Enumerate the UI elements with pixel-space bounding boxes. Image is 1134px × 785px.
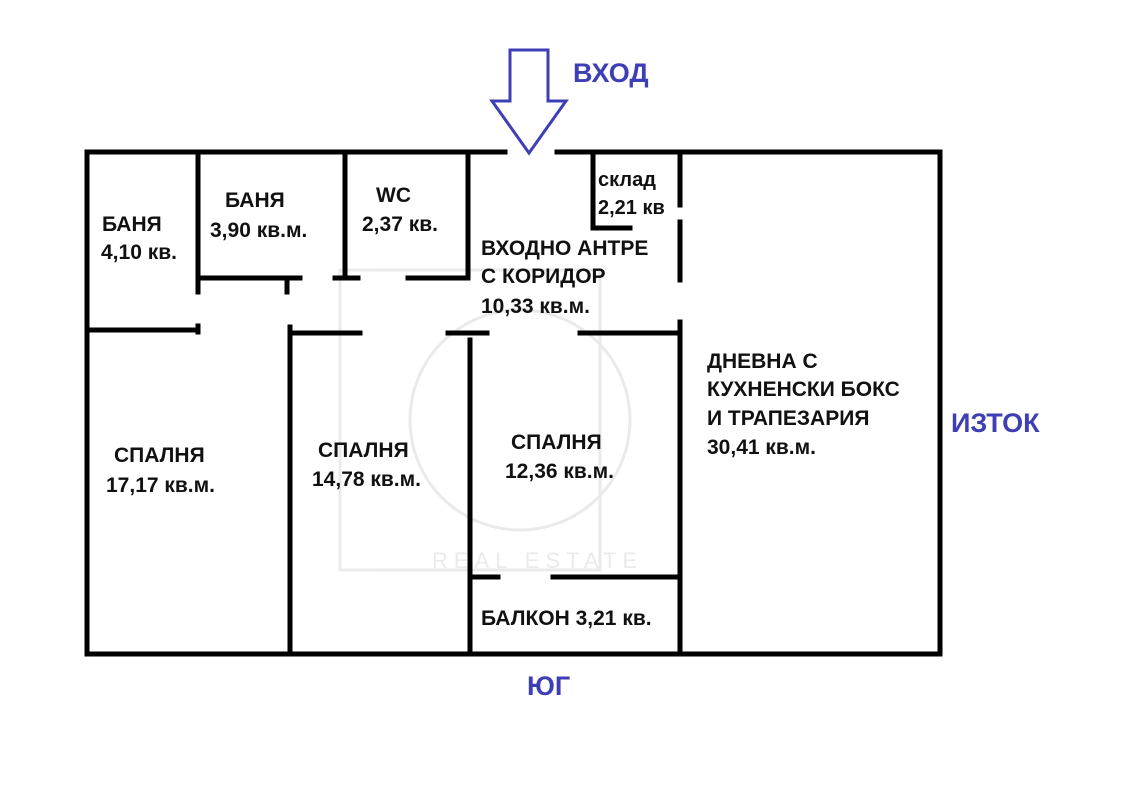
- room-area: 30,41 кв.м.: [707, 436, 817, 459]
- room-name: СПАЛНЯ: [511, 431, 602, 454]
- watermark-text: REAL ESTATE: [432, 548, 644, 573]
- room-name: БАНЯ: [102, 213, 162, 236]
- room-name: БАЛКОН: [481, 607, 576, 630]
- room-name: СПАЛНЯ: [114, 444, 205, 467]
- room-name-line2: КУХНЕНСКИ БОКС: [707, 378, 900, 401]
- room-name: склад: [598, 169, 656, 191]
- room-name: БАНЯ: [225, 189, 285, 212]
- room-name-line1: ВХОДНО АНТРЕ: [481, 237, 649, 260]
- room-area: 12,36 кв.м.: [505, 460, 615, 483]
- entrance-arrow-icon: [489, 48, 569, 156]
- room-area: 3,21 кв.: [575, 607, 652, 630]
- room-area: 17,17 кв.м.: [106, 474, 216, 497]
- room-name: WC: [376, 184, 411, 207]
- room-balcony: БАЛКОН 3,21 кв.: [481, 606, 652, 632]
- walls: [84, 149, 943, 657]
- room-name-line2: С КОРИДОР: [481, 265, 606, 288]
- room-area: 4,10 кв.: [101, 241, 177, 264]
- compass-east: ИЗТОК: [951, 408, 1040, 438]
- compass-south: ЮГ: [527, 671, 571, 701]
- room-name-line1: ДНЕВНА С: [707, 350, 818, 373]
- room-area: 14,78 кв.м.: [312, 468, 422, 491]
- room-area: 2,37 кв.: [362, 213, 438, 236]
- room-area: 3,90 кв.м.: [210, 219, 308, 242]
- room-area: 2,21 кв: [598, 197, 665, 219]
- room-name: СПАЛНЯ: [318, 439, 409, 462]
- room-name-line3: И ТРАПЕЗАРИЯ: [707, 407, 870, 430]
- room-area: 10,33 кв.м.: [481, 295, 591, 318]
- entrance-label: ВХОД: [573, 58, 649, 88]
